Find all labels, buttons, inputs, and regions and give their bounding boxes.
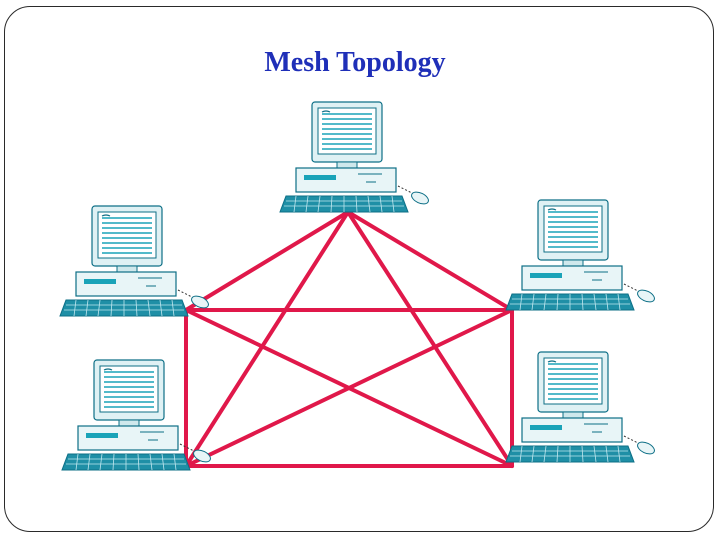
computer-icon-right-lower — [505, 351, 657, 463]
link-top-right-lower — [346, 210, 514, 468]
computer-icon-left-upper — [59, 205, 211, 317]
slide-title: Mesh Topology — [264, 47, 446, 78]
computer-icon-right-upper — [505, 199, 657, 311]
link-top-right-upper — [346, 210, 514, 312]
mesh-links — [184, 210, 514, 468]
link-right-upper-left-lower — [184, 308, 514, 468]
computer-icon-top — [279, 101, 431, 213]
link-top-left-upper — [184, 210, 350, 312]
computer-icon-left-lower — [61, 359, 213, 471]
link-top-left-lower — [184, 210, 350, 468]
